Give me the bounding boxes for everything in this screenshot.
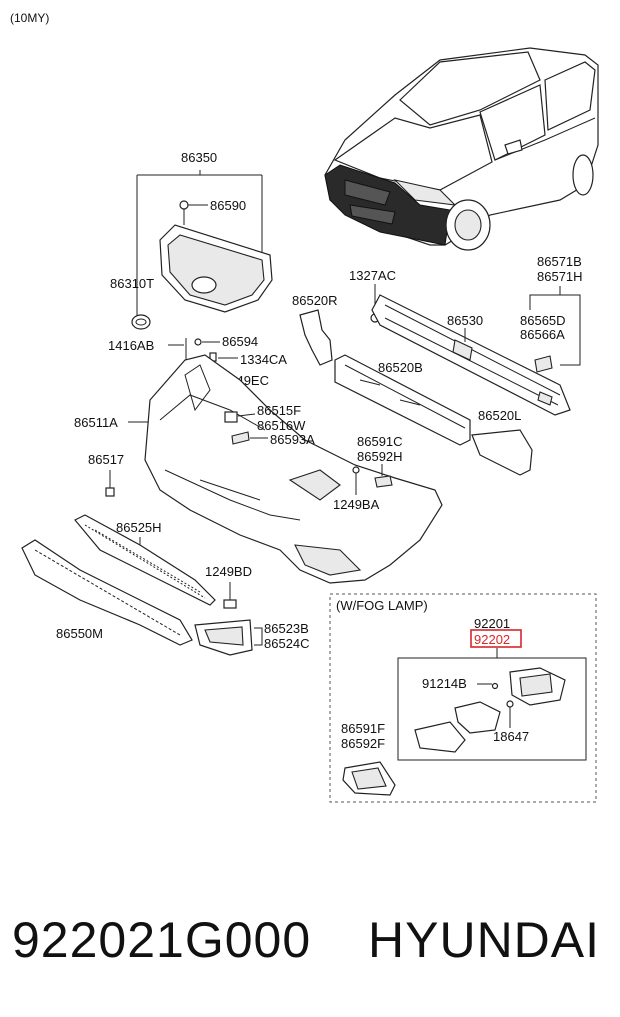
- label-86590: 86590: [210, 198, 246, 213]
- label-86516W: 86516W: [257, 418, 306, 433]
- label-86571B: 86571B: [537, 254, 582, 269]
- footer: 922021G000 HYUNDAI: [0, 905, 620, 975]
- label-86524C: 86524C: [264, 636, 310, 651]
- label-86592H: 86592H: [357, 449, 403, 464]
- label-86571H: 86571H: [537, 269, 583, 284]
- radiator-grille-group: 86350 86590 86310T: [110, 150, 273, 330]
- model-year-note: (10MY): [10, 11, 49, 25]
- label-86591F: 86591F: [341, 721, 385, 736]
- label-86550M: 86550M: [56, 626, 103, 641]
- lower-garnish-86550M: 86550M: [21, 539, 193, 646]
- label-86530: 86530: [447, 313, 483, 328]
- bolt-1249BD: 1249BD: [205, 564, 252, 609]
- label-1334CA: 1334CA: [240, 352, 287, 367]
- footer-part-number: 922021G000: [12, 912, 312, 968]
- label-86515F: 86515F: [257, 403, 301, 418]
- label-86525H: 86525H: [116, 520, 162, 535]
- bolt-group-1249BA: 86591C 86592H 1249BA: [333, 434, 403, 512]
- label-86594: 86594: [222, 334, 258, 349]
- label-86520L: 86520L: [478, 408, 521, 423]
- fog-lamp-box: (W/FOG LAMP) 92201 92202 91214B 18647 86…: [329, 593, 597, 803]
- label-86520R: 86520R: [292, 293, 338, 308]
- label-86592F: 86592F: [341, 736, 385, 751]
- fog-lamp-box-title: (W/FOG LAMP): [336, 598, 428, 613]
- highlight-box-92202: [470, 629, 522, 648]
- label-1249BA: 1249BA: [333, 497, 380, 512]
- bumper-beam-group: 1327AC 86520R 86530 86571B 86571H 86565D…: [292, 254, 583, 476]
- clip-86517: 86517: [88, 452, 124, 497]
- label-92202: 92202: [474, 632, 510, 647]
- label-1416AB: 1416AB: [108, 338, 154, 353]
- fastener-group-left: 1416AB 86594 1334CA 1249EC: [108, 334, 287, 388]
- label-86591C: 86591C: [357, 434, 403, 449]
- label-1327AC: 1327AC: [349, 268, 396, 283]
- car-illustration: [324, 47, 599, 251]
- label-86565D: 86565D: [520, 313, 566, 328]
- bumper-bracket-labels: 86515F 86516W 86593A: [224, 403, 315, 447]
- label-86517: 86517: [88, 452, 124, 467]
- label-86523B: 86523B: [264, 621, 309, 636]
- label-86566A: 86566A: [520, 327, 565, 342]
- label-1249BD: 1249BD: [205, 564, 252, 579]
- footer-brand: HYUNDAI: [368, 912, 601, 968]
- front-bumper-cover: 86511A: [74, 354, 443, 584]
- lower-grille: 86525H: [74, 514, 216, 606]
- label-86520B: 86520B: [378, 360, 423, 375]
- label-86350: 86350: [181, 150, 217, 165]
- label-86310T: 86310T: [110, 276, 154, 291]
- label-86593A: 86593A: [270, 432, 315, 447]
- label-86511A: 86511A: [74, 415, 118, 430]
- label-18647: 18647: [493, 729, 529, 744]
- fog-cover-86523B: 86523B 86524C: [194, 619, 310, 656]
- label-92201: 92201: [474, 616, 510, 631]
- label-91214B: 91214B: [422, 676, 467, 691]
